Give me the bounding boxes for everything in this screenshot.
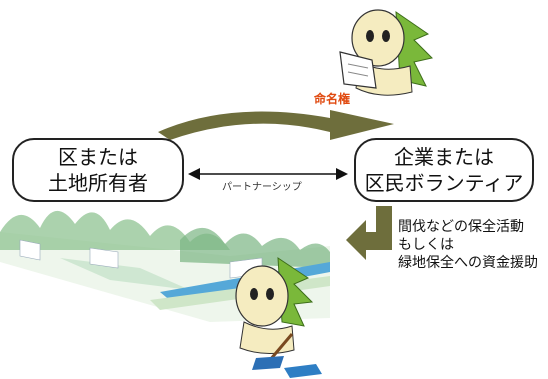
naming-rights-label: 命名権 [314,92,351,106]
landowner-box: 区または 土地所有者 [12,138,184,202]
activity-line: 間伐などの保全活動 [398,219,524,235]
partnership-label: パートナーシップ [222,182,302,193]
mascot-sweeping-icon [235,257,322,378]
partnership-arrow [188,168,348,180]
activity-line: もしくは [398,237,454,253]
landowner-line1: 区または [58,145,138,169]
volunteer-line2: 区民ボランティア [364,171,524,195]
activities-arrow [346,206,392,260]
volunteer-line1: 企業または [394,145,494,169]
activity-line: 緑地保全への資金援助 [398,255,538,271]
volunteer-box: 企業または 区民ボランティア [354,138,534,202]
landowner-line2: 土地所有者 [48,171,148,195]
naming-rights-arrow [158,110,394,140]
mascot-reading-icon [339,9,433,96]
